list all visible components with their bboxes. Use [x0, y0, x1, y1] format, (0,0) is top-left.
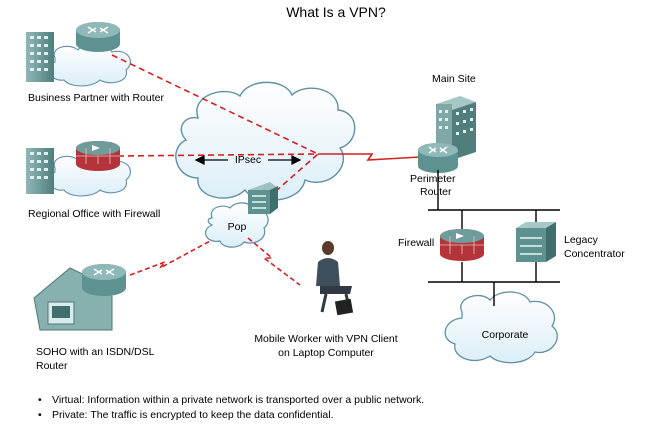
ipsec-arrow	[194, 155, 302, 165]
mobile-worker-label-2: on Laptop Computer	[278, 347, 374, 359]
bullet-virtual: Virtual: Information within a private ne…	[38, 393, 424, 408]
legacy-label-2: Concentrator	[564, 248, 625, 260]
corporate-cloud-icon	[444, 291, 558, 364]
business-partner-label: Business Partner with Router	[28, 92, 164, 104]
pop-switch-icon	[248, 182, 278, 214]
soho-label-1: SOHO with an ISDN/DSL	[36, 346, 155, 358]
regional-office-label: Regional Office with Firewall	[28, 208, 160, 220]
mobile-worker-person-icon	[316, 241, 354, 316]
vpn-links	[111, 54, 421, 286]
legacy-label-1: Legacy	[564, 234, 599, 246]
pop-label: Pop	[228, 221, 247, 233]
legacy-concentrator-icon	[516, 222, 556, 262]
ipsec-label: IPsec	[235, 154, 261, 166]
regional-building-icon	[26, 148, 54, 194]
regional-firewall-icon	[76, 141, 120, 171]
perimeter-router-label-2: Router	[420, 186, 452, 198]
main-firewall-icon	[440, 229, 484, 261]
soho-router-icon	[82, 264, 126, 296]
soho-label-2: Router	[36, 360, 68, 372]
partner-router-icon	[76, 22, 120, 52]
pop-cloud-icon	[204, 202, 269, 248]
bullet-private: Private: The traffic is encrypted to kee…	[38, 408, 424, 423]
partner-cloud-icon	[48, 42, 131, 87]
internet-cloud-icon	[175, 81, 356, 201]
corporate-label: Corporate	[482, 329, 529, 341]
mobile-worker-label-1: Mobile Worker with VPN Client	[254, 333, 397, 345]
page-title: What Is a VPN?	[286, 4, 386, 20]
perimeter-router-icon	[418, 143, 458, 173]
main-site-label: Main Site	[432, 73, 476, 85]
firewall-label: Firewall	[398, 237, 434, 249]
partner-building-icon	[26, 32, 54, 82]
bullet-list: Virtual: Information within a private ne…	[38, 393, 424, 423]
perimeter-router-label-1: Perimeter	[410, 173, 456, 185]
